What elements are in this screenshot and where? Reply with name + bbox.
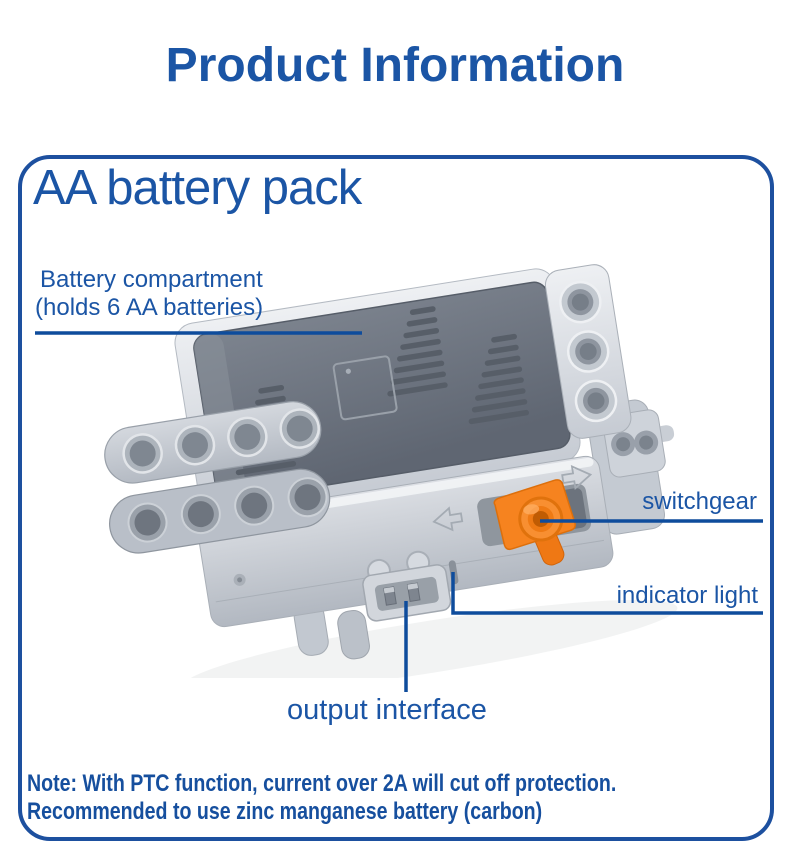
vent-slats-right bbox=[468, 333, 530, 425]
right-end-cap bbox=[586, 399, 675, 535]
label-output-interface: output interface bbox=[287, 694, 487, 726]
technic-beam-lower bbox=[109, 468, 331, 554]
vent-slats-middle bbox=[387, 306, 448, 397]
technic-beam-upper bbox=[104, 401, 322, 484]
arrow-right-icon bbox=[561, 464, 593, 490]
bottom-pegs bbox=[293, 602, 370, 660]
arrow-left-icon bbox=[432, 506, 464, 532]
note-line1: Note: With PTC function, current over 2A… bbox=[27, 770, 617, 797]
output-interface-connector bbox=[362, 550, 452, 622]
label-battery-compartment-line2: (holds 6 AA batteries) bbox=[35, 294, 264, 321]
note-line2: Recommended to use zinc manganese batter… bbox=[27, 797, 543, 825]
battery-box-illustration bbox=[104, 264, 678, 678]
label-battery-compartment-line1: Battery compartment bbox=[40, 266, 263, 293]
label-battery-compartment: Battery compartment (holds 6 AA batterie… bbox=[35, 266, 263, 322]
lid-label-square bbox=[332, 355, 398, 421]
page-title: Product Information bbox=[165, 39, 625, 92]
switchgear-lever bbox=[493, 479, 576, 566]
label-switchgear: switchgear bbox=[642, 488, 757, 515]
note-text: Note: With PTC function, current over 2A… bbox=[27, 770, 764, 825]
product-shadow bbox=[183, 600, 678, 678]
product-heading: AA battery pack bbox=[33, 161, 362, 215]
label-indicator-light: indicator light bbox=[616, 582, 758, 609]
technic-strip-top-right bbox=[544, 264, 632, 439]
info-panel bbox=[18, 155, 774, 841]
